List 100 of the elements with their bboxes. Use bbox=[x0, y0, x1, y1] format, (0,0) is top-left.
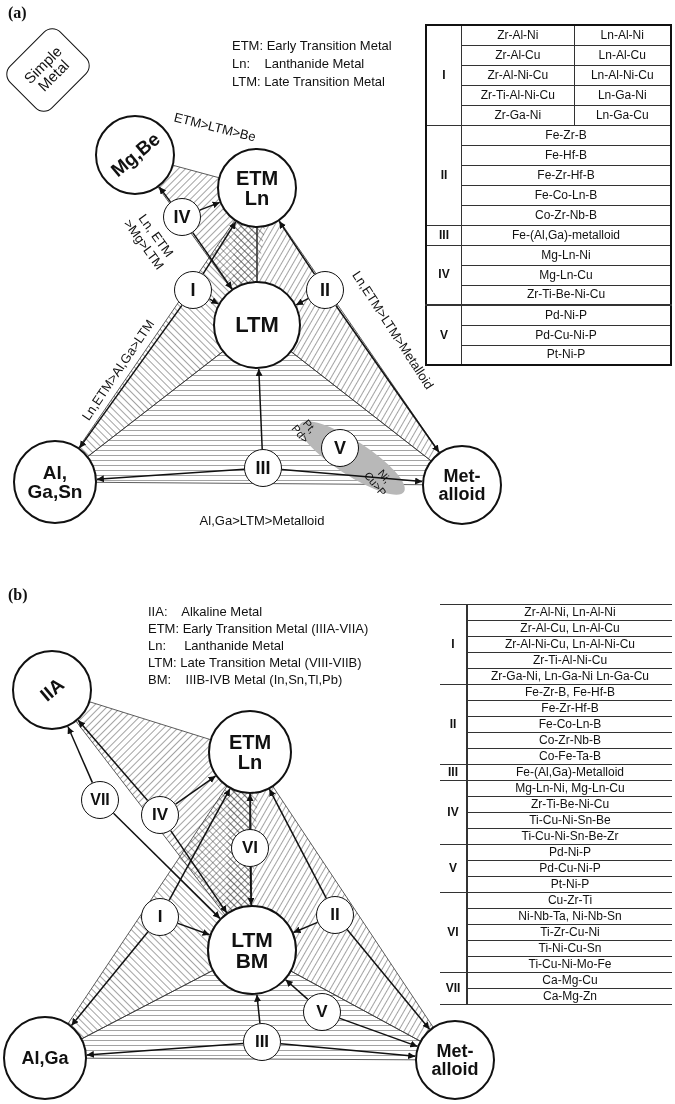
table-cell: Fe-Zr-B, Fe-Hf-B bbox=[467, 684, 672, 701]
table-cell: Zr-Al-Ni-Cu, Ln-Al-Ni-Cu bbox=[467, 636, 672, 653]
table-cell: Fe-Co-Ln-B bbox=[467, 716, 672, 733]
arrow bbox=[192, 231, 233, 290]
arrow bbox=[247, 866, 255, 906]
table-cell: Zr-Al-Cu, Ln-Al-Cu bbox=[467, 620, 672, 637]
definition-text: ETM: Early Transition Metal bbox=[232, 38, 392, 53]
roman-numeral: VI bbox=[241, 839, 259, 857]
definition-text: LTM: Late Transition Metal (VIII-VIIB) bbox=[148, 655, 362, 670]
node-label: ETM Ln bbox=[228, 731, 272, 773]
table-cell: Fe-Co-Ln-B bbox=[461, 185, 671, 205]
side-label: Al,Ga>LTM>Metalloid bbox=[199, 512, 325, 528]
table-cell: Ti-Ni-Cu-Sn bbox=[467, 940, 672, 957]
table-cell: Zr-Ti-Al-Ni-Cu bbox=[461, 85, 575, 105]
table-cell: Zr-Al-Ni-Cu bbox=[461, 65, 575, 85]
roman-numeral: V bbox=[316, 1003, 328, 1021]
table-cell: Fe-Zr-B bbox=[461, 125, 671, 145]
roman-numeral: II bbox=[320, 280, 330, 300]
table-cell: Ti-Cu-Ni-Sn-Be bbox=[467, 812, 672, 829]
table-cell: Zr-Al-Cu bbox=[461, 45, 575, 65]
node-label: ETM Ln bbox=[235, 167, 279, 209]
table-cell: Zr-Ti-Be-Ni-Cu bbox=[461, 285, 671, 305]
table-cell: Zr-Al-Ni bbox=[461, 25, 575, 45]
definition-text: BM: IIIB-IVB Metal (In,Sn,Tl,Pb) bbox=[148, 672, 343, 687]
arrow bbox=[112, 812, 221, 920]
arrow bbox=[67, 725, 94, 784]
arrow bbox=[158, 186, 172, 203]
arrow bbox=[246, 793, 254, 830]
table-cell: Ti-Cu-Ni-Mo-Fe bbox=[467, 956, 672, 973]
arrow bbox=[346, 928, 431, 1030]
table-cell: Mg-Ln-Ni bbox=[461, 245, 671, 265]
table-cell: Ca-Mg-Cu bbox=[467, 972, 672, 989]
table-cell: Mg-Ln-Ni, Mg-Ln-Cu bbox=[467, 780, 672, 797]
arrow bbox=[254, 993, 262, 1024]
group-label-cell: IV bbox=[426, 245, 462, 305]
roman-numeral: IV bbox=[151, 806, 169, 824]
node-label: LTM BM bbox=[231, 928, 273, 972]
group-label-cell: I bbox=[426, 25, 462, 125]
table-cell: Co-Fe-Ta-B bbox=[467, 748, 672, 765]
arrow bbox=[78, 304, 183, 449]
table-cell: Fe-Hf-B bbox=[461, 145, 671, 165]
table-cell: Ni-Nb-Ta, Ni-Nb-Sn bbox=[467, 908, 672, 925]
table-cell: Ln-Al-Ni-Cu bbox=[574, 65, 671, 85]
arrow bbox=[208, 297, 220, 305]
arrow bbox=[255, 368, 263, 450]
table-cell: Fe-(Al,Ga)-metalloid bbox=[461, 225, 671, 245]
arrow bbox=[280, 1043, 416, 1060]
arrow bbox=[77, 719, 149, 802]
node-label: Met- alloid bbox=[431, 1041, 479, 1079]
arrow bbox=[281, 468, 423, 485]
table-cell: Ln-Ga-Ni bbox=[574, 85, 671, 105]
table-cell: Pd-Cu-Ni-P bbox=[467, 860, 672, 877]
roman-numeral: III bbox=[255, 458, 271, 478]
arrow bbox=[168, 788, 231, 902]
definition-text: Ln: Lanthanide Metal bbox=[232, 56, 365, 71]
arrow bbox=[278, 220, 316, 275]
table-cell: Zr-Ti-Al-Ni-Cu bbox=[467, 652, 672, 669]
node-label: Al,Ga bbox=[21, 1048, 69, 1068]
arrow bbox=[96, 468, 245, 483]
table-cell: Ln-Al-Ni bbox=[574, 25, 671, 45]
definition-text: Ln: Lanthanide Metal bbox=[148, 638, 284, 653]
table-cell: Pd-Ni-P bbox=[461, 305, 671, 325]
definition-text: ETM: Early Transition Metal (IIIA-VIIA) bbox=[148, 621, 369, 636]
table-cell: Pt-Ni-P bbox=[467, 876, 672, 893]
side-label: Pt, Pd> bbox=[288, 416, 320, 448]
table-cell: Ln-Al-Cu bbox=[574, 45, 671, 65]
roman-numeral: I bbox=[190, 280, 196, 300]
table-cell: Ti-Zr-Cu-Ni bbox=[467, 924, 672, 941]
arrow bbox=[335, 304, 440, 454]
arrow bbox=[292, 921, 319, 934]
table-cell: Fe-Zr-Hf-B bbox=[467, 700, 672, 717]
table-cell: Pd-Ni-P bbox=[467, 844, 672, 861]
table-cell: Pd-Cu-Ni-P bbox=[461, 325, 671, 345]
group-label-cell: III bbox=[426, 225, 462, 245]
table-cell: Co-Zr-Nb-B bbox=[467, 732, 672, 749]
arrow bbox=[202, 221, 237, 275]
table-cell: Fe-(Al,Ga)-Metalloid bbox=[467, 764, 672, 781]
table-cell: Zr-Al-Ni, Ln-Al-Ni bbox=[467, 604, 672, 621]
roman-numeral: II bbox=[330, 906, 340, 924]
definition-text: LTM: Late Transition Metal bbox=[232, 74, 385, 89]
arrow bbox=[198, 201, 221, 211]
table-cell: Zr-Ti-Be-Ni-Cu bbox=[467, 796, 672, 813]
node-label: Al, Ga,Sn bbox=[27, 462, 83, 502]
group-label-cell: IV bbox=[440, 780, 467, 845]
roman-numeral: VII bbox=[90, 791, 110, 809]
table-cell: Zr-Ga-Ni, Ln-Ga-Ni Ln-Ga-Cu bbox=[467, 668, 672, 685]
group-label-cell: V bbox=[426, 305, 462, 365]
group-label-cell: II bbox=[426, 125, 462, 225]
table-cell: Ln-Ga-Cu bbox=[574, 105, 671, 125]
node-label: LTM bbox=[235, 313, 279, 337]
group-label-cell: II bbox=[440, 684, 467, 765]
panel-label: (b) bbox=[8, 586, 28, 604]
node-label: Met- alloid bbox=[438, 466, 486, 504]
node-label: IIA bbox=[36, 674, 68, 706]
table-cell: Ca-Mg-Zn bbox=[467, 988, 672, 1005]
table-cell: Cu-Zr-Ti bbox=[467, 892, 672, 909]
table-cell: Fe-Zr-Hf-B bbox=[461, 165, 671, 185]
table-cell: Zr-Ga-Ni bbox=[461, 105, 575, 125]
group-label-cell: VII bbox=[440, 972, 467, 1005]
table-cell: Pt-Ni-P bbox=[461, 345, 671, 365]
